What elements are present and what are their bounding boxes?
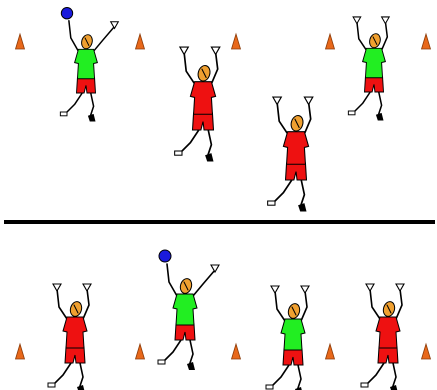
shirt: [190, 82, 215, 115]
ball-icon: [159, 250, 171, 262]
foot: [266, 385, 273, 389]
foot: [175, 151, 182, 155]
shirt: [173, 294, 197, 325]
foot: [268, 201, 275, 205]
shirt: [363, 48, 386, 77]
foot: [361, 383, 368, 387]
foot: [348, 111, 355, 115]
shirt: [63, 317, 87, 348]
foot: [48, 383, 55, 387]
shirt: [376, 317, 400, 348]
shirt: [281, 319, 305, 350]
foot: [158, 360, 165, 364]
shirt: [283, 132, 308, 165]
shirt: [75, 49, 98, 78]
ball-icon: [61, 7, 72, 18]
foot: [60, 112, 67, 116]
